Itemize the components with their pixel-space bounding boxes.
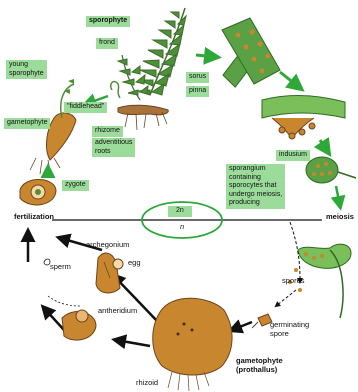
label-sporophyte: sporophyte	[86, 16, 130, 27]
label-zygote: zygote	[62, 180, 89, 191]
label-sperm: sperm	[50, 262, 71, 271]
antheridium-structure	[62, 310, 96, 340]
label-adventitious-roots: adventitious roots	[92, 138, 135, 157]
label-gametophyte-prothallus: gametophyte (prothallus)	[236, 356, 283, 374]
label-germinating-spore: germinating spore	[270, 320, 309, 338]
leaf-cross-section	[262, 95, 345, 139]
zygote-archegonium	[20, 180, 56, 205]
label-indusium: indusium	[276, 150, 310, 161]
label-antheridium: antheridium	[98, 306, 137, 315]
label-fertilization: fertilization	[14, 212, 54, 221]
label-fiddlehead: "fiddlehead"	[64, 102, 107, 113]
label-meiosis: meiosis	[326, 212, 354, 221]
sporangium	[306, 157, 356, 183]
archegonium-structure	[96, 253, 123, 293]
label-sporangium: sporangium containing sporocytes that un…	[226, 164, 285, 209]
label-n: n	[180, 222, 184, 231]
germinating-spore-shape	[252, 314, 272, 328]
pinna-strip	[219, 18, 280, 89]
label-spores: spores	[282, 276, 305, 285]
label-rhizoid: rhizoid	[136, 378, 158, 387]
label-archegonium: archegonium	[86, 240, 129, 249]
label-young-sporophyte: young sporophyte	[6, 60, 47, 79]
label-egg: egg	[128, 258, 141, 267]
label-2n: 2n	[168, 206, 192, 217]
label-pinna: pinna	[186, 86, 209, 97]
label-gametophyte-top: gametophyte	[4, 118, 50, 129]
prothallus-shape	[153, 298, 232, 391]
label-frond: frond	[96, 38, 118, 49]
label-sorus: sorus	[186, 72, 209, 83]
label-rhizome: rhizome	[92, 126, 123, 137]
rhizome-shape	[118, 105, 168, 115]
